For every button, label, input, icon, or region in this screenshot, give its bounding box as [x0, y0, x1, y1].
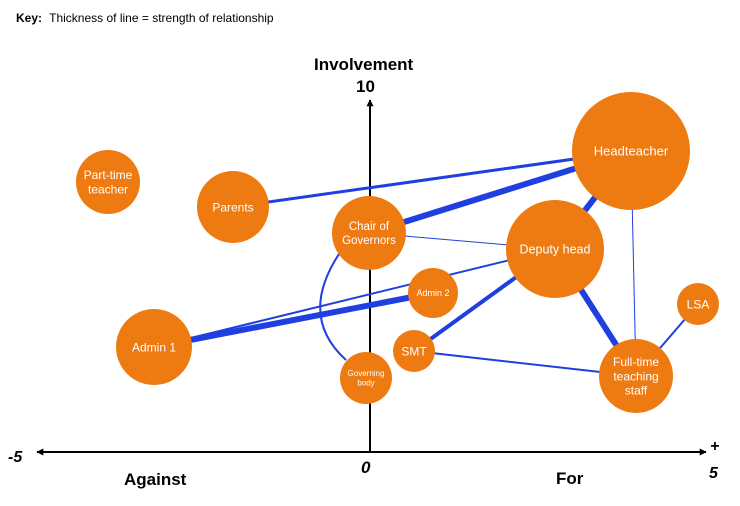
x-axis-plus-sign: + — [710, 438, 720, 455]
node-deputy[interactable]: Deputy head — [506, 200, 604, 298]
node-admin2-circle[interactable] — [408, 268, 458, 318]
node-admin1-label: Admin 1 — [132, 340, 176, 354]
node-fulltime-label: Full-time — [613, 355, 659, 369]
node-deputy-circle[interactable] — [506, 200, 604, 298]
key-text: Thickness of line = strength of relation… — [49, 11, 274, 25]
link-parents-headteacher — [232, 149, 632, 209]
node-parttime-circle[interactable] — [76, 150, 140, 214]
link-smt-fulltime — [413, 350, 637, 377]
node-governing-circle[interactable] — [340, 352, 392, 404]
node-parents-circle[interactable] — [197, 171, 269, 243]
node-admin1-circle[interactable] — [116, 309, 192, 385]
node-admin2-label: Admin 2 — [416, 288, 449, 298]
node-smt-label: SMT — [401, 344, 427, 358]
node-parents[interactable]: Parents — [197, 171, 269, 243]
node-headteacher-circle[interactable] — [572, 92, 690, 210]
node-chair-circle[interactable] — [332, 196, 406, 270]
key-label: Key: — [16, 11, 43, 25]
x-axis-min: -5 — [8, 449, 23, 466]
node-chair[interactable]: Chair of Governors — [332, 196, 406, 270]
link-admin1-admin2 — [153, 290, 434, 350]
y-axis-max: 10 — [356, 77, 375, 96]
x-axis-zero: 0 — [361, 458, 371, 477]
link-admin1-deputy — [153, 248, 556, 348]
node-lsa-label: LSA — [687, 297, 710, 311]
node-parttime-label: teacher — [88, 183, 128, 197]
key-legend: Key: Thickness of line = strength of rel… — [16, 11, 274, 25]
x-axis-against-label: Against — [124, 470, 187, 489]
y-axis-title: Involvement — [314, 55, 414, 74]
node-parttime-label: Part-time — [84, 168, 133, 182]
node-chair-label: Chair of — [349, 221, 390, 233]
node-smt-circle[interactable] — [393, 330, 435, 372]
node-fulltime-label: teaching — [613, 369, 658, 383]
node-headteacher-label: Headteacher — [594, 144, 669, 159]
node-smt[interactable]: SMT — [393, 330, 435, 372]
link-chair-governing — [319, 250, 347, 361]
node-admin1[interactable]: Admin 1 — [116, 309, 192, 385]
node-chair-label: Governors — [342, 235, 396, 247]
node-parents-label: Parents — [212, 200, 253, 214]
node-deputy-label: Deputy head — [520, 243, 591, 257]
x-axis-for-label: For — [556, 469, 584, 488]
node-fulltime-circle[interactable] — [599, 339, 673, 413]
node-admin2[interactable]: Admin 2 — [408, 268, 458, 318]
nodes-layer: HeadteacherPart-timeteacherParentsChair … — [76, 92, 719, 413]
x-axis-max: 5 — [709, 465, 718, 482]
node-governing-label: body — [357, 379, 374, 388]
node-lsa[interactable]: LSA — [677, 283, 719, 325]
node-lsa-circle[interactable] — [677, 283, 719, 325]
node-fulltime-label: staff — [625, 384, 648, 398]
node-governing-label: Governing — [348, 369, 385, 378]
node-headteacher[interactable]: Headteacher — [572, 92, 690, 210]
